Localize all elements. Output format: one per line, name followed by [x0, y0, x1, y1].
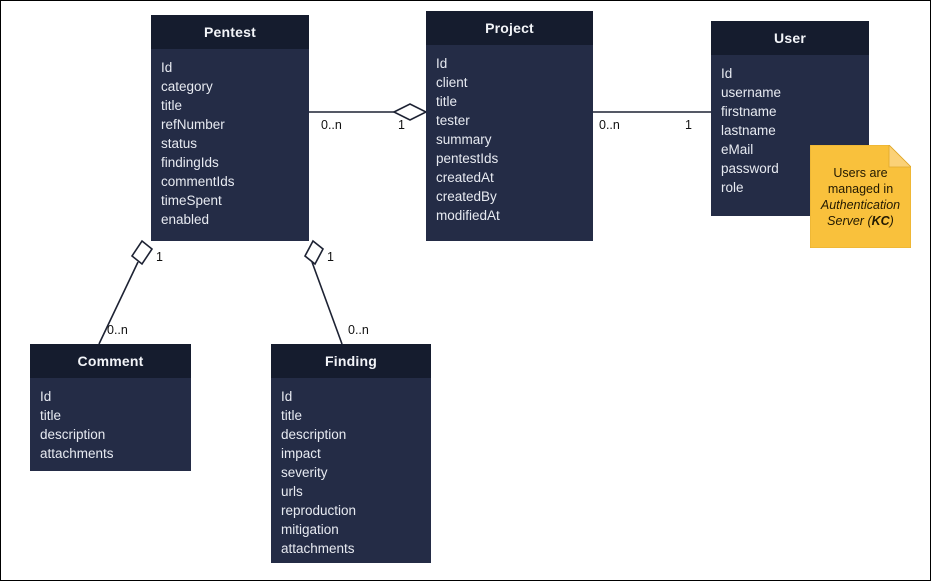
sticky-note-text: Users are managed in Authentication Serv…	[810, 145, 911, 248]
note-strong: KC	[871, 213, 890, 228]
class-attribute: createdAt	[436, 170, 494, 185]
class-attribute: title	[40, 408, 62, 423]
multiplicity-label-pentest-finding-source: 1	[327, 250, 334, 264]
class-box-comment[interactable]: Comment Id title description attachments	[30, 344, 191, 471]
class-attribute: Id	[436, 56, 448, 71]
class-attribute: modifiedAt	[436, 208, 500, 223]
multiplicity-label-project-user-target: 1	[685, 118, 692, 132]
class-box-pentest[interactable]: Pentest Id category title refNumber stat…	[151, 15, 309, 241]
class-attribute: refNumber	[161, 117, 225, 132]
class-attributes-pentest: Id category title refNumber status findi…	[151, 49, 309, 238]
class-attribute: title	[281, 408, 303, 423]
aggregation-diamond-pentest-finding	[303, 239, 325, 266]
class-attribute: findingIds	[161, 155, 219, 170]
class-attribute: Id	[161, 60, 173, 75]
edge-line-pentest-finding	[311, 261, 343, 345]
class-box-finding[interactable]: Finding Id title description impact seve…	[271, 344, 431, 563]
multiplicity-label-pentest-finding-target: 0..n	[348, 323, 369, 337]
class-attribute: Id	[721, 66, 733, 81]
class-attribute: category	[161, 79, 213, 94]
multiplicity-label-pentest-comment-source: 1	[156, 250, 163, 264]
class-attribute: description	[40, 427, 106, 442]
class-attribute: attachments	[40, 446, 114, 461]
edge-pentest-finding[interactable]	[303, 239, 343, 345]
note-line-4: Server (KC)	[827, 213, 894, 229]
class-attributes-user: Id username firstname lastname eMail pas…	[711, 55, 869, 206]
class-attribute: eMail	[721, 142, 754, 157]
class-attribute: role	[721, 180, 744, 195]
multiplicity-label-project-user-source: 0..n	[599, 118, 620, 132]
class-attribute: commentIds	[161, 174, 235, 189]
class-attributes-comment: Id title description attachments	[30, 378, 191, 472]
class-attribute: status	[161, 136, 198, 151]
class-attribute: title	[161, 98, 183, 113]
note-line-2: managed in	[827, 181, 894, 196]
class-attribute: pentestIds	[436, 151, 499, 166]
class-attributes-project: Id client title tester summary pentestId…	[426, 45, 593, 234]
multiplicity-label-pentest-project-source: 0..n	[321, 118, 342, 132]
class-attribute: reproduction	[281, 503, 357, 518]
class-attribute: Id	[281, 389, 293, 404]
class-attribute: urls	[281, 484, 303, 499]
sticky-note-fold	[888, 144, 912, 168]
multiplicity-label-pentest-project-target: 1	[398, 118, 405, 132]
note-line-1: Users are	[833, 165, 888, 180]
class-attribute: lastname	[721, 123, 776, 138]
class-attribute: summary	[436, 132, 492, 147]
note-line-3: Authentication	[821, 197, 900, 213]
class-attribute: impact	[281, 446, 321, 461]
aggregation-diamond-pentest-comment	[130, 239, 154, 266]
class-attribute: enabled	[161, 212, 210, 227]
sticky-note-shape	[809, 144, 912, 249]
class-box-project[interactable]: Project Id client title tester summary p…	[426, 11, 593, 241]
note-emphasis-2: Server (	[827, 213, 872, 228]
class-title-pentest: Pentest	[151, 15, 309, 49]
class-title-project: Project	[426, 11, 593, 45]
class-attribute: timeSpent	[161, 193, 222, 208]
class-attribute: mitigation	[281, 522, 339, 537]
class-attribute: attachments	[281, 541, 355, 556]
class-attribute: username	[721, 85, 782, 100]
sticky-note-user[interactable]: Users are managed in Authentication Serv…	[809, 144, 912, 249]
class-attributes-finding: Id title description impact severity url…	[271, 378, 431, 567]
class-title-comment: Comment	[30, 344, 191, 378]
class-attribute: Id	[40, 389, 52, 404]
class-attribute: firstname	[721, 104, 777, 119]
note-emphasis-3: )	[889, 213, 894, 228]
note-emphasis: Authentication	[820, 197, 901, 212]
class-attribute: createdBy	[436, 189, 497, 204]
class-title-finding: Finding	[271, 344, 431, 378]
class-attribute: severity	[281, 465, 328, 480]
multiplicity-label-pentest-comment-target: 0..n	[107, 323, 128, 337]
class-attribute: client	[436, 75, 468, 90]
class-attribute: description	[281, 427, 347, 442]
class-attribute: password	[721, 161, 779, 176]
class-attribute: tester	[436, 113, 470, 128]
class-title-user: User	[711, 21, 869, 55]
class-attribute: title	[436, 94, 458, 109]
